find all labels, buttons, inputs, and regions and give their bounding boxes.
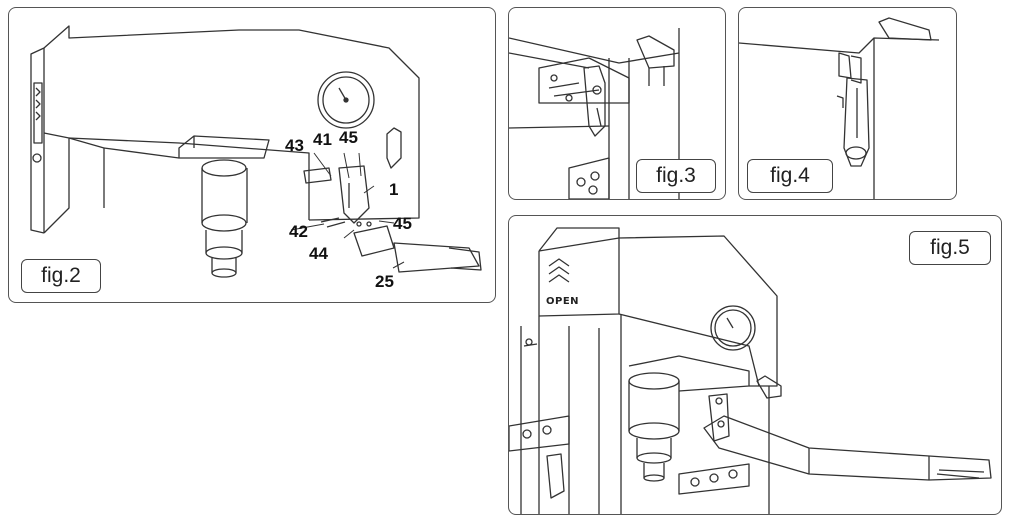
side-handle-clip bbox=[547, 454, 564, 498]
figure-5-label: fig.5 bbox=[909, 231, 991, 265]
press-top-housing bbox=[539, 228, 777, 386]
handle-grip bbox=[879, 18, 931, 40]
handle-grip bbox=[637, 36, 674, 68]
figure-2-label: fig.2 bbox=[21, 259, 101, 293]
ram-cylinder bbox=[629, 381, 679, 431]
figure-4-label: fig.4 bbox=[747, 159, 833, 193]
handle-grip-top bbox=[387, 128, 401, 168]
ram-cylinder bbox=[202, 168, 247, 223]
handle-bar bbox=[704, 416, 991, 480]
callout-42: 42 bbox=[289, 222, 308, 241]
figure-4-panel: fig.4 bbox=[738, 7, 957, 200]
figure-5-panel: OPEN fig.5 bbox=[508, 215, 1002, 515]
press-top-housing bbox=[44, 26, 419, 220]
handle-grip-top bbox=[757, 376, 781, 398]
handle-bar-25 bbox=[394, 243, 479, 272]
callout-25: 25 bbox=[375, 272, 394, 291]
ram-mount-plate bbox=[179, 136, 269, 158]
pressure-gauge bbox=[318, 72, 374, 128]
open-label: OPEN bbox=[546, 296, 580, 307]
callout-41: 41 bbox=[313, 130, 332, 149]
figure-4-drawing bbox=[739, 8, 956, 199]
bracket-assembly bbox=[339, 166, 369, 223]
figure-3-label: fig.3 bbox=[636, 159, 716, 193]
pressure-gauge bbox=[711, 306, 755, 350]
callout-44: 44 bbox=[309, 244, 328, 263]
figure-3-panel: fig.3 bbox=[508, 7, 726, 200]
open-arrows-icon bbox=[549, 259, 569, 282]
handle-sleeve bbox=[354, 226, 394, 256]
callout-45-bottom: 45 bbox=[393, 214, 412, 233]
figure-5-drawing bbox=[509, 216, 1001, 514]
callout-1: 1 bbox=[389, 180, 399, 199]
handle-sleeve bbox=[844, 78, 869, 166]
callout-45-top: 45 bbox=[339, 128, 358, 147]
figure-2-panel: fig.2 43 41 45 1 42 45 44 25 bbox=[8, 7, 496, 303]
figure-2-drawing bbox=[9, 8, 495, 302]
figure-3-drawing bbox=[509, 8, 725, 199]
callout-43: 43 bbox=[285, 136, 304, 155]
